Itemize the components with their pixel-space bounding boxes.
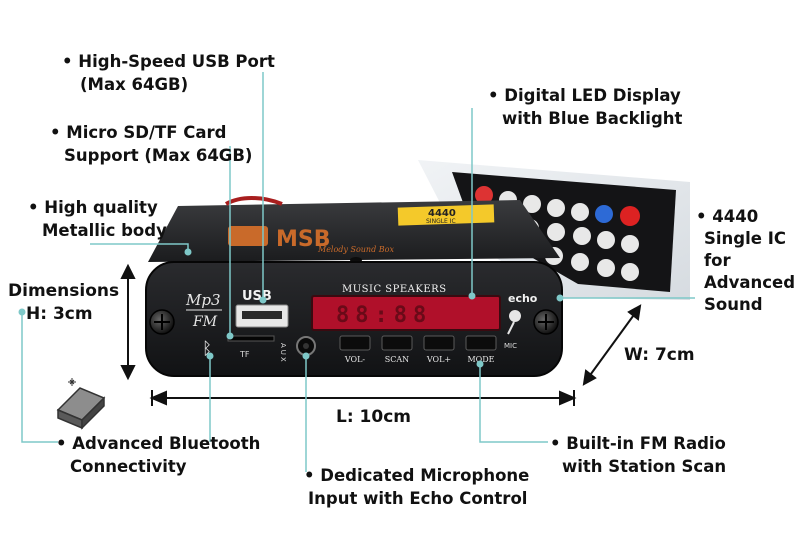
dimension-length-label: L: 10cm [336,407,411,427]
ic-sticker: 4440 SINGLE IC [397,204,495,226]
device-button-label: VOL+ [426,355,451,364]
echo-label: echo [508,292,538,305]
mp3-label: Mp3 [185,291,221,309]
device-button-label: SCAN [385,355,409,364]
brand-subtitle: Melody Sound Box [317,245,394,254]
device-button-vol-minus[interactable] [339,335,371,351]
led-display [311,295,501,331]
microphone-icon [507,310,521,335]
callout-microphone: • Dedicated Microphone Input with Echo C… [304,466,530,508]
dimension-width-label: W: 7cm [624,345,695,365]
ic-sticker-sub: SINGLE IC [426,218,456,225]
dimension-arrows [120,263,642,406]
key-cap-icon [56,378,106,430]
device-button-label: VOL- [344,355,366,364]
callout-metallic-body: • High quality Metallic body [28,198,167,240]
usb-label: USB [242,289,272,304]
ic-sticker-number: 4440 [428,208,456,219]
tf-card-slot [227,335,275,342]
device-button-label: MODE [467,355,494,364]
device-button-vol-plus[interactable] [423,335,455,351]
leader-lines [21,72,695,472]
display-title: MUSIC SPEAKERS [342,284,447,295]
tf-label: TF [239,350,250,359]
display-digits: 88:88 [336,303,432,328]
device-button-scan[interactable] [381,335,413,351]
callout-led-display: • Digital LED Display with Blue Backligh… [488,86,683,128]
callout-usb-port: • High-Speed USB Port (Max 64GB) [62,52,275,94]
control-buttons: VOL- SCAN VOL+ MODE [339,335,497,364]
leader-dots [18,248,564,368]
brand-logo: MSB Melody Sound Box [228,226,394,254]
brand-text: MSB [276,227,331,252]
fm-label: FM [192,314,218,330]
callout-sd-card: • Micro SD/TF Card Support (Max 64GB) [50,123,253,165]
dimension-height-label: Dimensions H: 3cm [8,281,120,324]
callout-single-ic: • 4440 Single IC for Advanced Sound [696,207,795,314]
callout-fm-radio: • Built-in FM Radio with Station Scan [550,434,727,476]
mic-label: MIC [504,342,517,350]
bluetooth-icon: ᛒ [202,339,212,359]
device-button-mode[interactable] [465,335,497,351]
aux-label: AUX [279,343,287,364]
callout-bluetooth: • Advanced Bluetooth Connectivity [56,434,261,476]
